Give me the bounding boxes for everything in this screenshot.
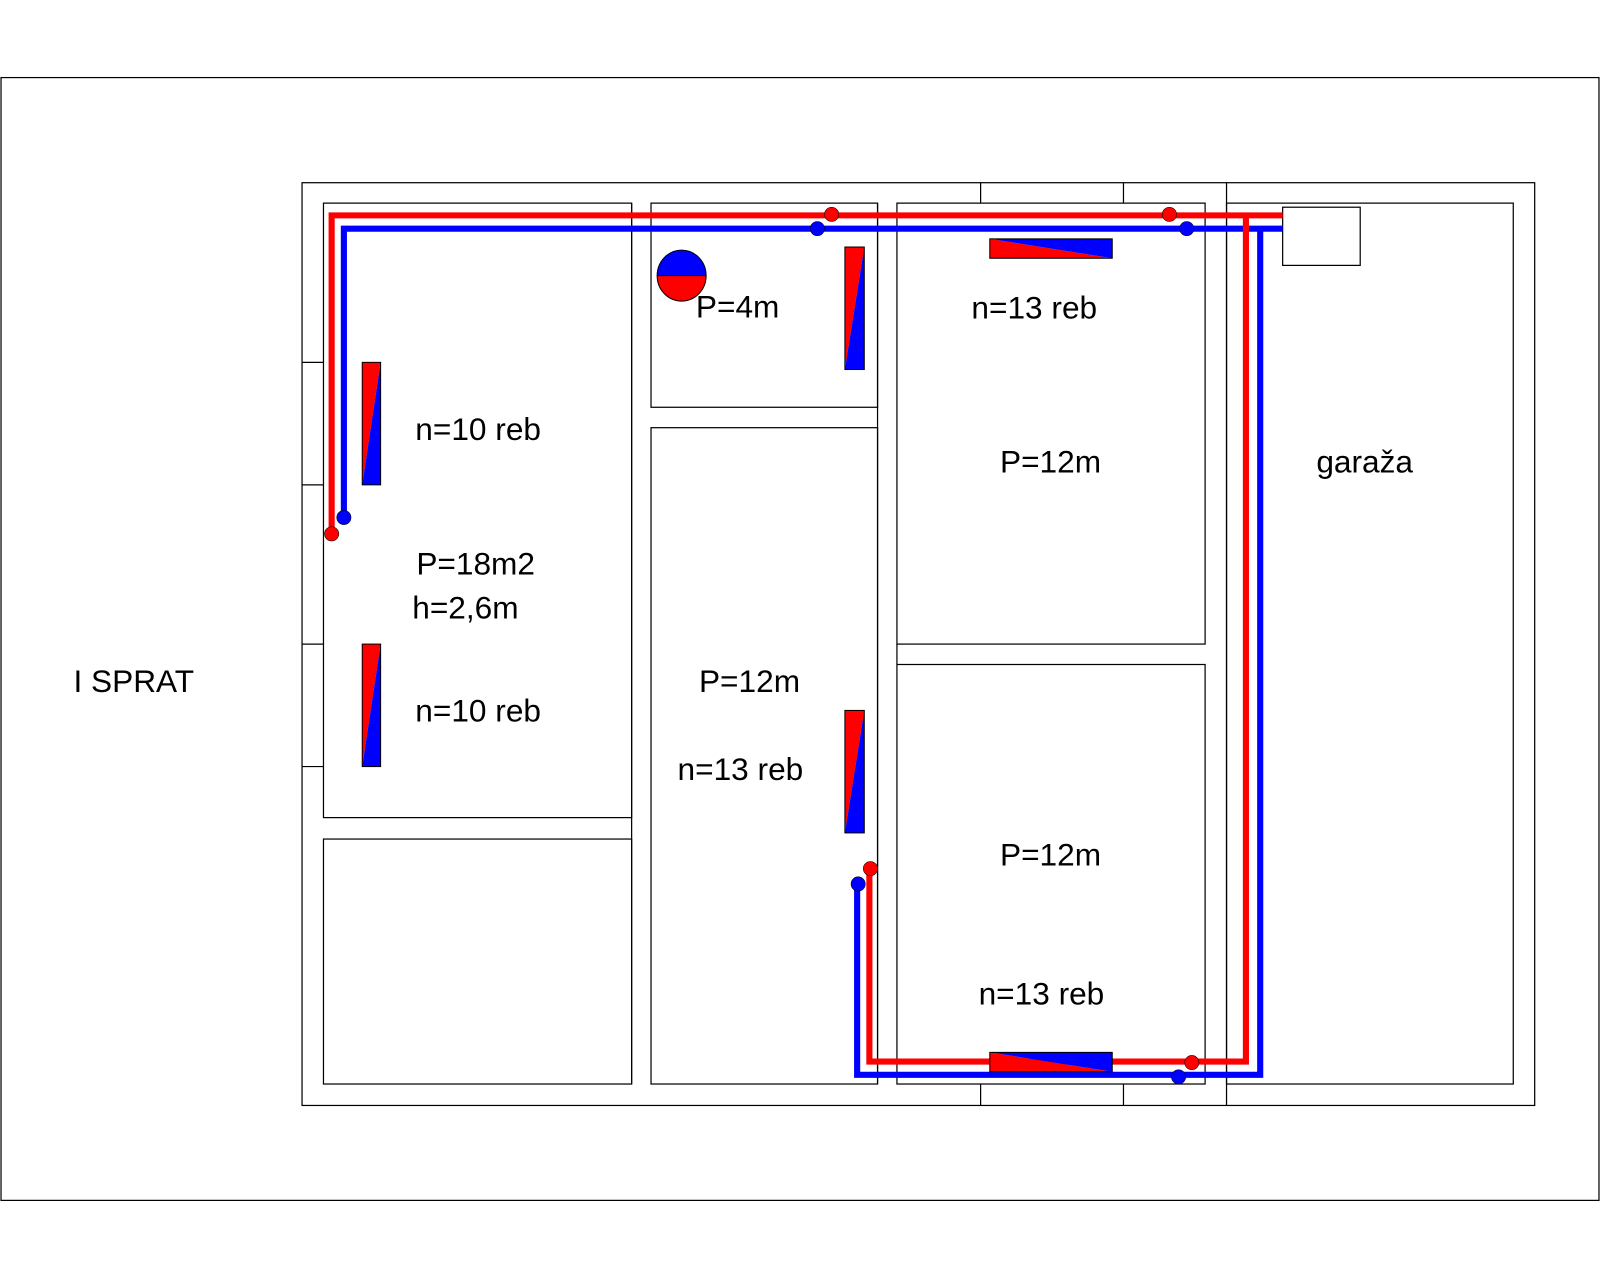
bottom-right-room-radiator-label: n=13 reb [979, 975, 1105, 1011]
radiator-left-top [361, 361, 382, 486]
garage-label: garaža [1316, 444, 1413, 480]
supply-pipe-top [328, 212, 1283, 534]
radiator-bottom-right [989, 1051, 1113, 1073]
pipe-connections [324, 206, 1200, 1085]
left-room-area-label: P=18m2 [416, 546, 535, 582]
boiler-box [1282, 206, 1361, 267]
supply-pipe-riser [866, 215, 1249, 1065]
radiator-left-bottom [361, 643, 382, 768]
left-room-radiator-bottom-label: n=10 reb [415, 693, 541, 729]
radiator-top-right [989, 238, 1113, 259]
center-room-radiator-label: n=13 reb [678, 751, 804, 787]
floor-label: I SPRAT [73, 663, 194, 699]
top-right-room-area-label: P=12m [1000, 444, 1101, 480]
radiator-center [844, 709, 865, 834]
top-right-room-radiator-label: n=13 reb [971, 289, 1097, 325]
small-room-area-label: P=4m [696, 288, 779, 324]
center-room-area-label: P=12m [699, 663, 800, 699]
radiator-small-room [844, 246, 865, 371]
expansion-vessel-icon [656, 249, 707, 302]
return-pipe-riser [854, 228, 1264, 1078]
return-pipe-top [340, 225, 1283, 518]
left-room-height-label: h=2,6m [412, 590, 518, 626]
walls [302, 182, 1514, 1106]
drawing-frame [0, 76, 1600, 1201]
bottom-right-room-area-label: P=12m [1000, 837, 1101, 873]
left-room-radiator-top-label: n=10 reb [415, 411, 541, 447]
